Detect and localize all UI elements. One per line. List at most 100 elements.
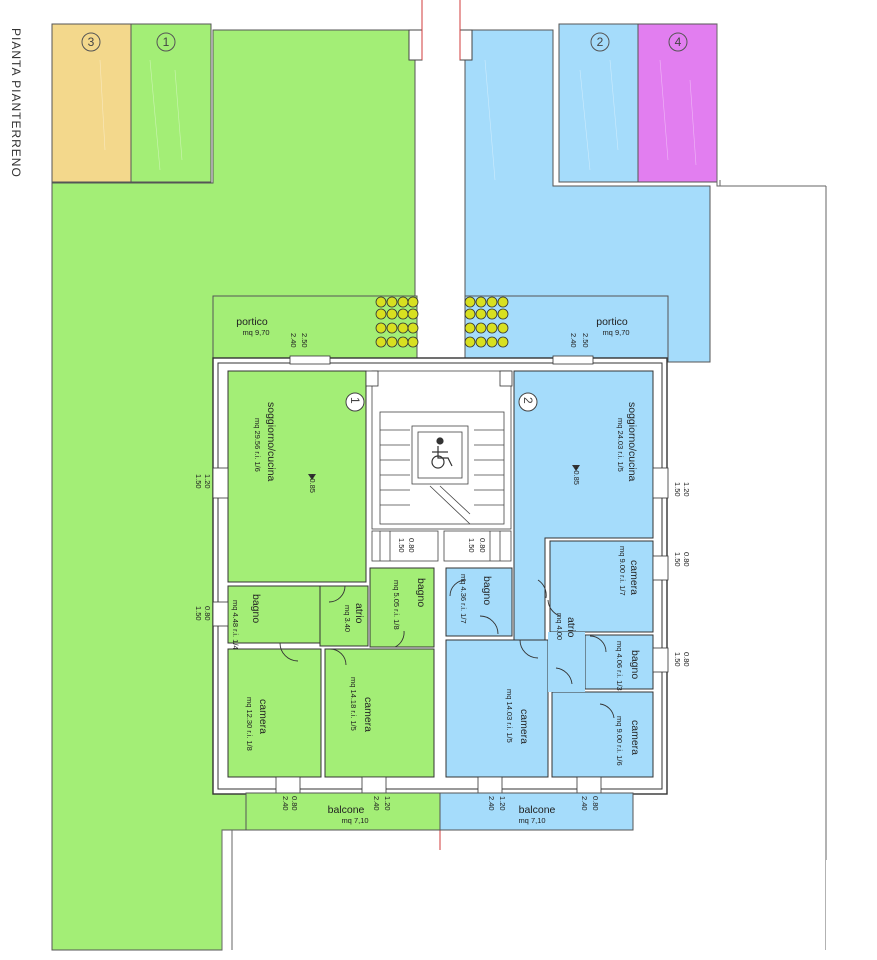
unit1-camera-e-name: camera xyxy=(362,697,374,732)
unit2-camera-ne-area: mq 9.00 r.i. 1/7 xyxy=(618,546,627,596)
lot-2-number: 2 xyxy=(597,35,604,49)
unit2-camera-c xyxy=(445,639,549,778)
lot-3-number: 3 xyxy=(88,35,95,49)
unit2-bagno-e-name: bagno xyxy=(629,650,641,679)
portico-left-name: portico xyxy=(236,316,268,328)
unit2-camera-se-area: mq 9.00 r.i. 1/6 xyxy=(615,716,624,766)
wheelchair-icon xyxy=(431,437,453,469)
unit2-atrio-area: mq 4.00 xyxy=(555,613,564,640)
unit2-camera-se xyxy=(551,691,654,778)
unit1-atrio xyxy=(319,585,369,647)
unit1-soggiorno-name: soggiorno/cucina xyxy=(265,402,277,482)
portico-left-d2: 2.50 xyxy=(300,333,309,348)
unit1-rooms xyxy=(227,370,435,778)
lot-2-marker xyxy=(590,32,610,52)
unit2-bagno-w-area: mq 4.36 r.i. 1/7 xyxy=(459,574,468,624)
unit2-labels: soggiorno/cucina mq 24.03 r.i. 1/5 1.50 … xyxy=(459,402,691,825)
unit1-number: 1 xyxy=(348,397,362,404)
unit2-marker xyxy=(518,392,538,412)
unit2-camera-se-name: camera xyxy=(629,720,641,755)
portico-left-d1: 2.40 xyxy=(289,333,298,348)
corner-mark xyxy=(826,860,877,960)
stair-door-r-b: 1.50 xyxy=(467,538,476,553)
unit1-camera-w-name: camera xyxy=(257,699,269,734)
unit1-bagno-e-name: bagno xyxy=(415,578,427,607)
plants-left xyxy=(375,296,419,348)
unit2-balcone-area: mq 7,10 xyxy=(518,816,545,825)
portico-right-d2: 2.50 xyxy=(581,333,590,348)
porticos xyxy=(212,295,669,363)
unit2-level: +0.85 xyxy=(572,466,581,485)
unit1-marker xyxy=(345,392,365,412)
unit1-balcone-d4: 1.20 xyxy=(383,796,392,811)
unit2-bagno-w xyxy=(445,567,513,637)
site-areas xyxy=(51,23,718,951)
unit2-bagno-e xyxy=(584,634,654,690)
window-marks xyxy=(212,355,669,794)
lot-hatching xyxy=(99,59,697,181)
stair-dims: 1.50 0.80 0.80 1.50 xyxy=(397,538,487,553)
building xyxy=(212,355,669,831)
door-swings xyxy=(279,579,615,719)
unit1-level: +0.85 xyxy=(308,474,317,493)
plan-title: PIANTA PIANTERRENO xyxy=(9,28,23,178)
lot-4 xyxy=(637,23,718,183)
unit2-soggiorno-win-b: 1.20 xyxy=(682,482,691,497)
portico-right-area: mq 9,70 xyxy=(602,328,629,337)
stair-door-l-a: 1.50 xyxy=(397,538,406,553)
plants-right xyxy=(464,296,509,348)
unit2-balcone-d3: 2.40 xyxy=(580,796,589,811)
unit1-soggiorno-win-a: 1.50 xyxy=(194,474,203,489)
unit2-soggiorno-win-a: 1.50 xyxy=(673,482,682,497)
site-boundary xyxy=(221,24,827,950)
unit2-camera-c-area: mq 14.03 r.i. 1/5 xyxy=(505,689,514,743)
stair-door-l-b: 0.80 xyxy=(407,538,416,553)
unit1-atrio-area: mq 3.40 xyxy=(343,605,352,632)
unit2-balcone-d1: 2.40 xyxy=(487,796,496,811)
unit2-balcone-d4: 0.80 xyxy=(591,796,600,811)
unit1-labels: soggiorno/cucina mq 29.56 r.i. 1/6 1.50 … xyxy=(194,402,427,825)
unit1-balcone-d1: 0.80 xyxy=(290,796,299,811)
lot-1-number: 1 xyxy=(163,35,170,49)
unit1-soggiorno-area: mq 29.56 r.i. 1/6 xyxy=(253,418,262,472)
unit2-camera-ne-win-a: 1.50 xyxy=(673,552,682,567)
unit2-bagno-e-win-a: 1.50 xyxy=(673,652,682,667)
lot-4-number: 4 xyxy=(675,35,682,49)
unit1-bagno-e-area: mq 5.05 r.i. 1/8 xyxy=(392,580,401,630)
unit2-bagno-e-area: mq 4.06 r.i. 1/3 xyxy=(615,641,624,691)
unit2-number: 2 xyxy=(521,397,535,404)
unit2-camera-ne xyxy=(549,540,654,633)
unit2-bagno-w-name: bagno xyxy=(481,576,493,605)
unit2-soggiorno-name: soggiorno/cucina xyxy=(626,402,638,482)
lot-1 xyxy=(130,23,212,183)
unit1-camera-w xyxy=(227,648,322,778)
lot-2 xyxy=(558,23,639,183)
unit1-balcone-name: balcone xyxy=(328,804,365,816)
unit2-camera-c-name: camera xyxy=(518,709,530,744)
unit1-soggiorno-win-b: 1.20 xyxy=(203,474,212,489)
portico-right-d1: 2.40 xyxy=(569,333,578,348)
unit1-camera-w-area: mq 12.30 r.i. 1/8 xyxy=(245,697,254,751)
balcone-unit1 xyxy=(245,792,441,831)
unit1-balcone-d3: 2.40 xyxy=(372,796,381,811)
unit2-camera-ne-name: camera xyxy=(628,560,640,595)
unit2-soggiorno-area: mq 24.03 r.i. 1/5 xyxy=(616,418,625,472)
unit1-soggiorno xyxy=(227,370,367,583)
lot-3 xyxy=(51,23,132,183)
portico-right-name: portico xyxy=(596,316,628,328)
lot-1-marker xyxy=(156,32,176,52)
lot-4-marker xyxy=(668,32,688,52)
unit1-camera-e-area: mq 14.18 r.i. 1/5 xyxy=(349,677,358,731)
unit2-balcone-d2: 1.20 xyxy=(498,796,507,811)
unit2-balcone-name: balcone xyxy=(519,804,556,816)
stair-door-r-a: 0.80 xyxy=(478,538,487,553)
unit2-rooms xyxy=(445,370,654,778)
unit1-atrio-name: atrio xyxy=(353,603,365,624)
stair-core xyxy=(371,370,512,562)
portico-left-area: mq 9,70 xyxy=(242,328,269,337)
lot-3-marker xyxy=(81,32,101,52)
unit1-bagno-e xyxy=(369,567,435,648)
unit1-bagno-w-area: mq 4.48 r.i. 1/4 xyxy=(231,600,240,650)
unit1-bagno-w xyxy=(227,585,321,644)
